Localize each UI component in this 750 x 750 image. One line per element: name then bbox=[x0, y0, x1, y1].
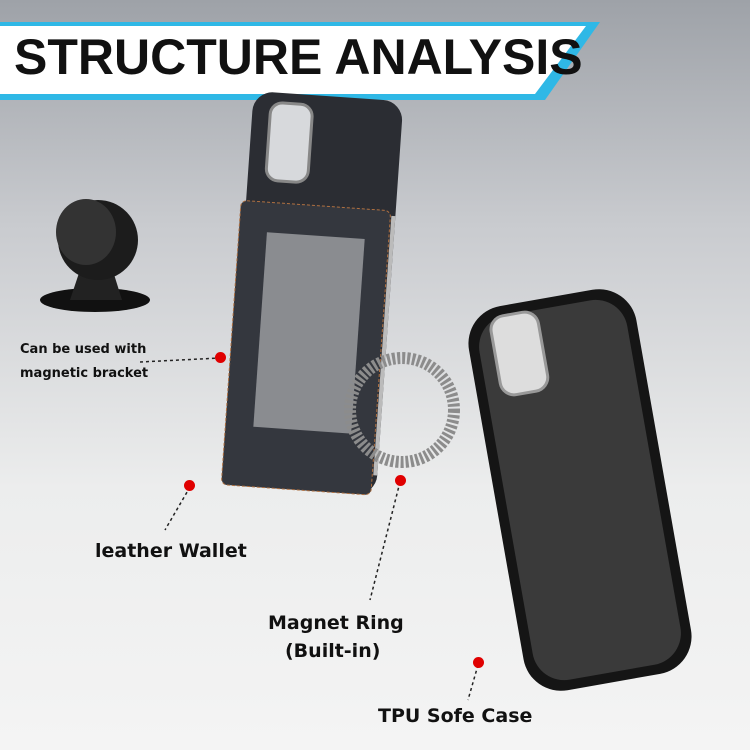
case-label: TPU Sofe Case bbox=[378, 705, 533, 727]
ring-label-line1: Magnet Ring bbox=[268, 612, 404, 634]
leather-wallet-case-image bbox=[221, 92, 403, 496]
wallet-label: leather Wallet bbox=[95, 540, 247, 562]
tpu-case-image bbox=[468, 289, 692, 691]
bracket-label-line1: Can be used with bbox=[20, 342, 147, 357]
title-banner bbox=[0, 22, 600, 100]
ring-label-line2: (Built-in) bbox=[285, 640, 381, 662]
magnetic-mount-image bbox=[40, 199, 150, 312]
page-title: STRUCTURE ANALYSIS bbox=[14, 29, 583, 85]
wallet-marker bbox=[184, 480, 195, 491]
case-marker bbox=[473, 657, 484, 668]
magnet-ring-image bbox=[344, 352, 460, 468]
ring-marker bbox=[395, 475, 406, 486]
bracket-label-line2: magnetic bracket bbox=[20, 366, 149, 381]
bracket-marker bbox=[215, 352, 226, 363]
